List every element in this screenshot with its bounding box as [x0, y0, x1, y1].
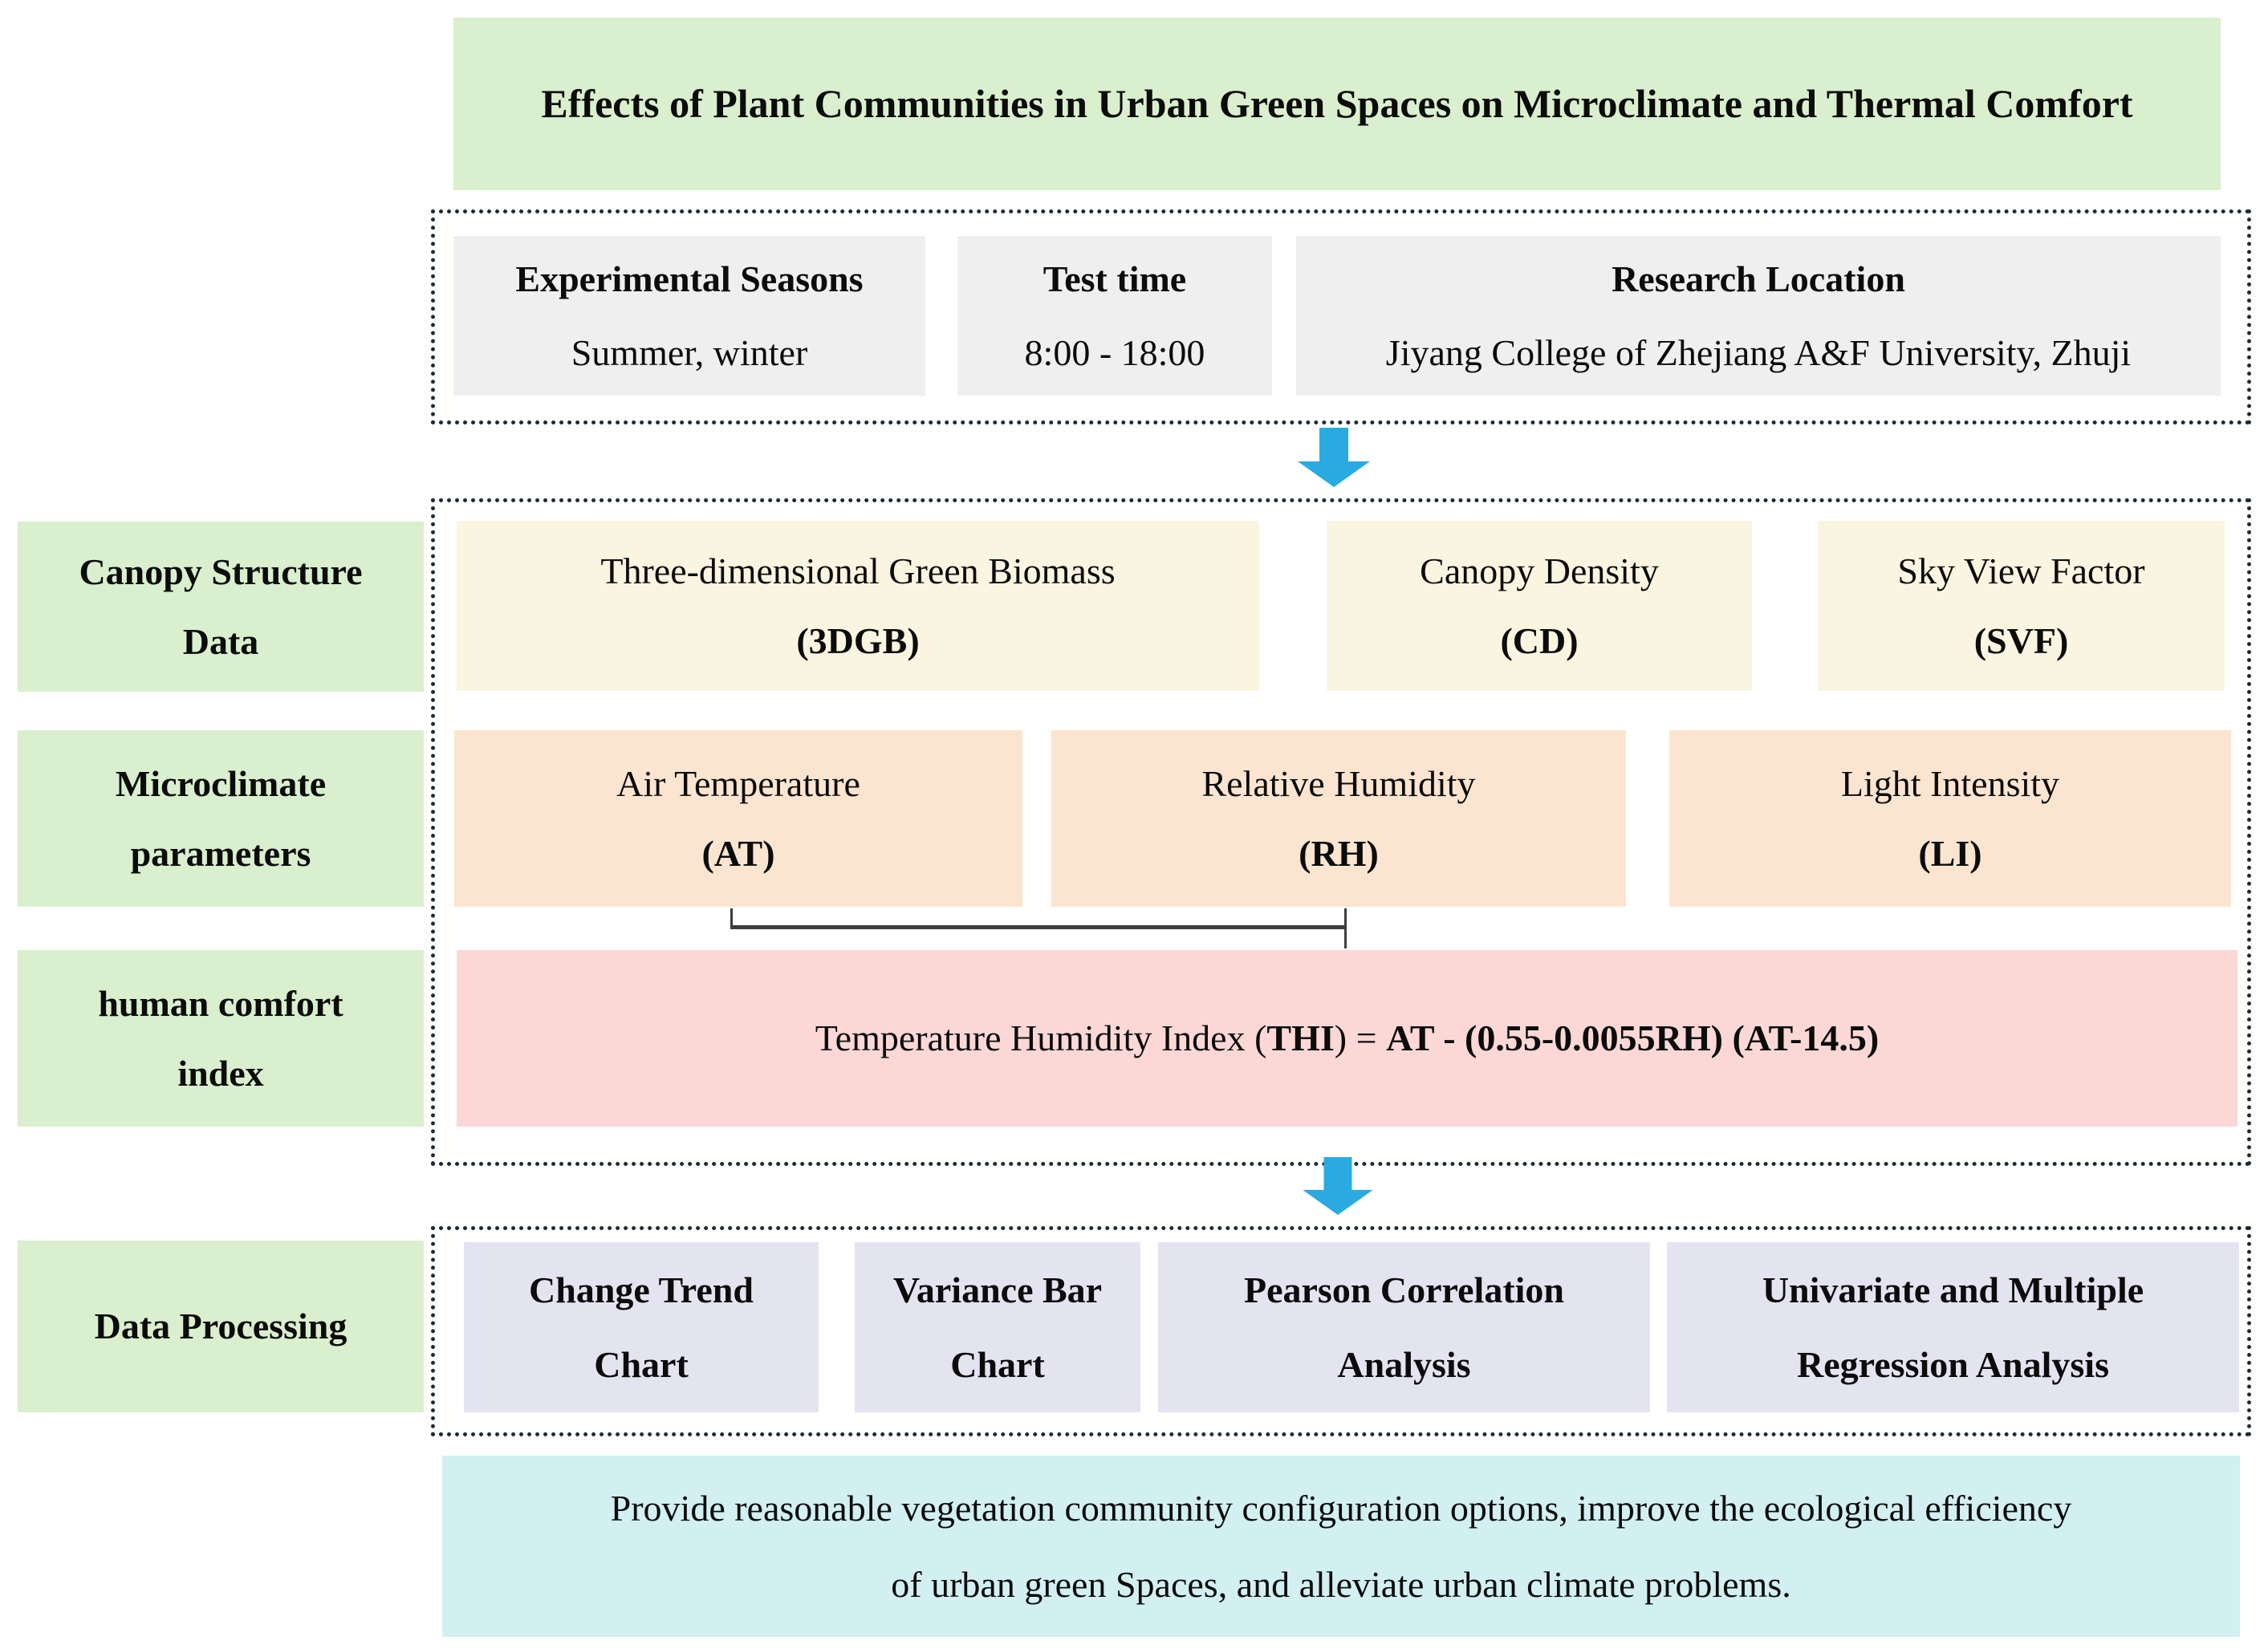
- data-processing-panel: Change Trend Chart Variance Bar Chart Pe…: [431, 1226, 2251, 1436]
- variable-abbr: (CD): [1500, 620, 1579, 661]
- conclusion-box: Provide reasonable vegetation community …: [442, 1456, 2240, 1637]
- method-line: Pearson Correlation: [1243, 1269, 1565, 1310]
- method-line: Univariate and Multiple: [1762, 1269, 2144, 1310]
- variable-abbr: (AT): [701, 833, 775, 874]
- info-value: Jiyang College of Zhejiang A&F Universit…: [1385, 331, 2132, 373]
- row-label-line: Data Processing: [94, 1306, 348, 1347]
- row-label-line: Microclimate: [115, 762, 327, 804]
- at-rh-connector-right-tick: [1344, 908, 1347, 948]
- at-rh-connector-left-tick: [730, 908, 733, 928]
- processing-box-change-trend-chart: Change Trend Chart: [464, 1242, 819, 1412]
- variable-name: Sky View Factor: [1897, 550, 2145, 591]
- method-line: Chart: [594, 1344, 689, 1385]
- measurements-panel: Three-dimensional Green Biomass (3DGB) C…: [431, 498, 2251, 1166]
- study-info-panel: Experimental Seasons Summer, winter Test…: [431, 209, 2251, 424]
- info-box-test-time: Test time 8:00 - 18:00: [957, 236, 1272, 396]
- formula-expression: AT - (0.55-0.0055RH) (AT-14.5): [1386, 1017, 1880, 1059]
- method-line: Regression Analysis: [1797, 1344, 2109, 1385]
- formula-mid: ) =: [1334, 1017, 1387, 1059]
- method-line: Analysis: [1337, 1344, 1471, 1385]
- thi-formula: Temperature Humidity Index (THI) = AT - …: [815, 1015, 1879, 1062]
- row-label-line: Data: [182, 621, 259, 662]
- variable-abbr: (LI): [1918, 833, 1982, 874]
- info-value: Summer, winter: [571, 331, 808, 373]
- variable-abbr: (SVF): [1973, 620, 2069, 661]
- figure-title-text: Effects of Plant Communities in Urban Gr…: [541, 81, 2133, 127]
- info-value: 8:00 - 18:00: [1024, 331, 1205, 373]
- info-box-research-location: Research Location Jiyang College of Zhej…: [1296, 236, 2221, 396]
- info-label: Test time: [1043, 258, 1187, 299]
- info-label: Research Location: [1612, 258, 1905, 299]
- processing-box-regression-analysis: Univariate and Multiple Regression Analy…: [1667, 1242, 2239, 1412]
- variable-abbr: (3DGB): [796, 620, 920, 661]
- microclimate-box-rh: Relative Humidity (RH): [1051, 730, 1626, 907]
- row-label-line: human comfort: [98, 982, 343, 1024]
- down-arrow-icon: [1303, 1157, 1373, 1215]
- method-line: Variance Bar: [892, 1269, 1103, 1310]
- info-box-experimental-seasons: Experimental Seasons Summer, winter: [453, 236, 925, 396]
- row-label-line: parameters: [130, 833, 311, 874]
- conclusion-line: of urban green Spaces, and alleviate urb…: [891, 1564, 1791, 1605]
- canopy-box-cd: Canopy Density (CD): [1327, 521, 1752, 691]
- microclimate-box-li: Light Intensity (LI): [1669, 730, 2231, 907]
- variable-name: Light Intensity: [1840, 762, 2060, 804]
- row-label-human-comfort-index: human comfort index: [18, 950, 424, 1127]
- variable-name: Air Temperature: [616, 762, 860, 804]
- variable-name: Relative Humidity: [1201, 762, 1476, 804]
- row-label-line: index: [177, 1053, 264, 1094]
- variable-abbr: (RH): [1299, 833, 1379, 874]
- method-line: Chart: [950, 1344, 1045, 1385]
- thi-formula-box: Temperature Humidity Index (THI) = AT - …: [457, 950, 2238, 1127]
- processing-box-variance-bar-chart: Variance Bar Chart: [855, 1242, 1140, 1412]
- row-label-canopy-structure-data: Canopy Structure Data: [18, 522, 424, 692]
- method-line: Change Trend: [529, 1269, 754, 1310]
- row-label-microclimate-parameters: Microclimate parameters: [18, 730, 424, 907]
- variable-name: Three-dimensional Green Biomass: [600, 550, 1116, 591]
- processing-box-pearson-correlation: Pearson Correlation Analysis: [1158, 1242, 1650, 1412]
- figure-title: Effects of Plant Communities in Urban Gr…: [453, 18, 2221, 190]
- conclusion-line: Provide reasonable vegetation community …: [610, 1487, 2072, 1529]
- row-label-data-processing: Data Processing: [18, 1241, 424, 1412]
- canopy-box-svf: Sky View Factor (SVF): [1818, 521, 2225, 691]
- variable-name: Canopy Density: [1420, 550, 1659, 591]
- canopy-box-3dgb: Three-dimensional Green Biomass (3DGB): [457, 521, 1259, 691]
- row-label-line: Canopy Structure: [79, 550, 363, 592]
- down-arrow-icon: [1298, 428, 1370, 487]
- formula-abbr: THI: [1266, 1017, 1335, 1059]
- info-label: Experimental Seasons: [515, 258, 864, 299]
- microclimate-box-at: Air Temperature (AT): [454, 730, 1022, 907]
- at-rh-connector-line: [730, 925, 1347, 929]
- formula-prefix: Temperature Humidity Index (: [815, 1017, 1267, 1059]
